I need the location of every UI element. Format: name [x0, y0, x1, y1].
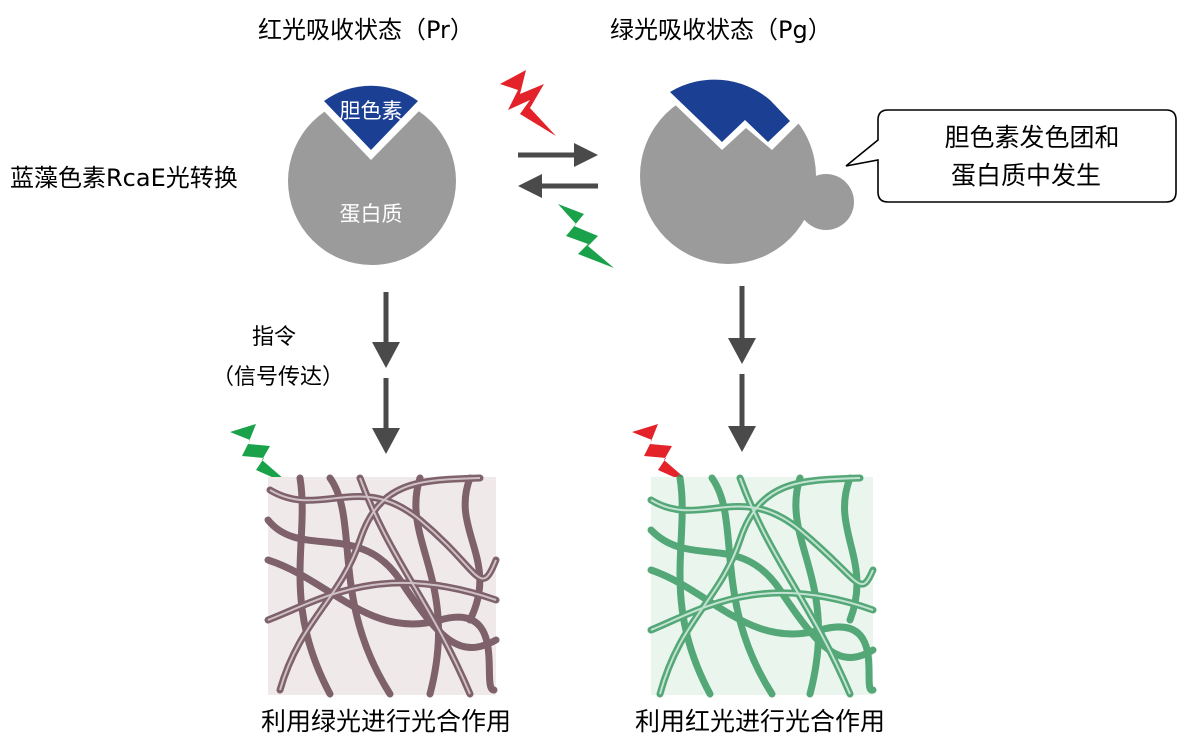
bottom-left-caption: 利用绿光进行光合作用 — [261, 707, 511, 736]
bottom-right-caption: 利用红光进行光合作用 — [635, 707, 885, 736]
pr-chromophore — [324, 85, 418, 150]
state-right-title: 绿光吸收状态（Pg） — [610, 16, 832, 44]
callout-line1: 胆色素发色团和 — [944, 123, 1119, 152]
green-lightning-icon — [230, 424, 292, 486]
chromophore-label: 胆色素 — [340, 99, 403, 123]
red-lightning-icon — [500, 70, 556, 136]
callout-line2: 蛋白质中发生 — [951, 161, 1101, 190]
pr-protein — [288, 85, 456, 265]
signal-label-line2: （信号传达） — [212, 365, 344, 390]
green-lightning-icon — [558, 204, 614, 268]
side-label: 蓝藻色素RcaE光转换 — [10, 164, 238, 192]
left-micrograph — [264, 474, 500, 698]
right-down-arrows — [728, 286, 756, 452]
pg-protein — [640, 75, 854, 264]
protein-label: 蛋白质 — [340, 202, 403, 226]
callout-bubble — [845, 109, 1177, 203]
right-micrograph — [647, 474, 877, 698]
left-down-arrows — [372, 292, 400, 454]
red-lightning-icon — [632, 424, 694, 486]
pg-chromophore — [670, 79, 790, 142]
reversible-arrows — [518, 143, 598, 198]
state-left-title: 红光吸收状态（Pr） — [258, 16, 474, 44]
signal-label-line1: 指令 — [252, 325, 296, 350]
